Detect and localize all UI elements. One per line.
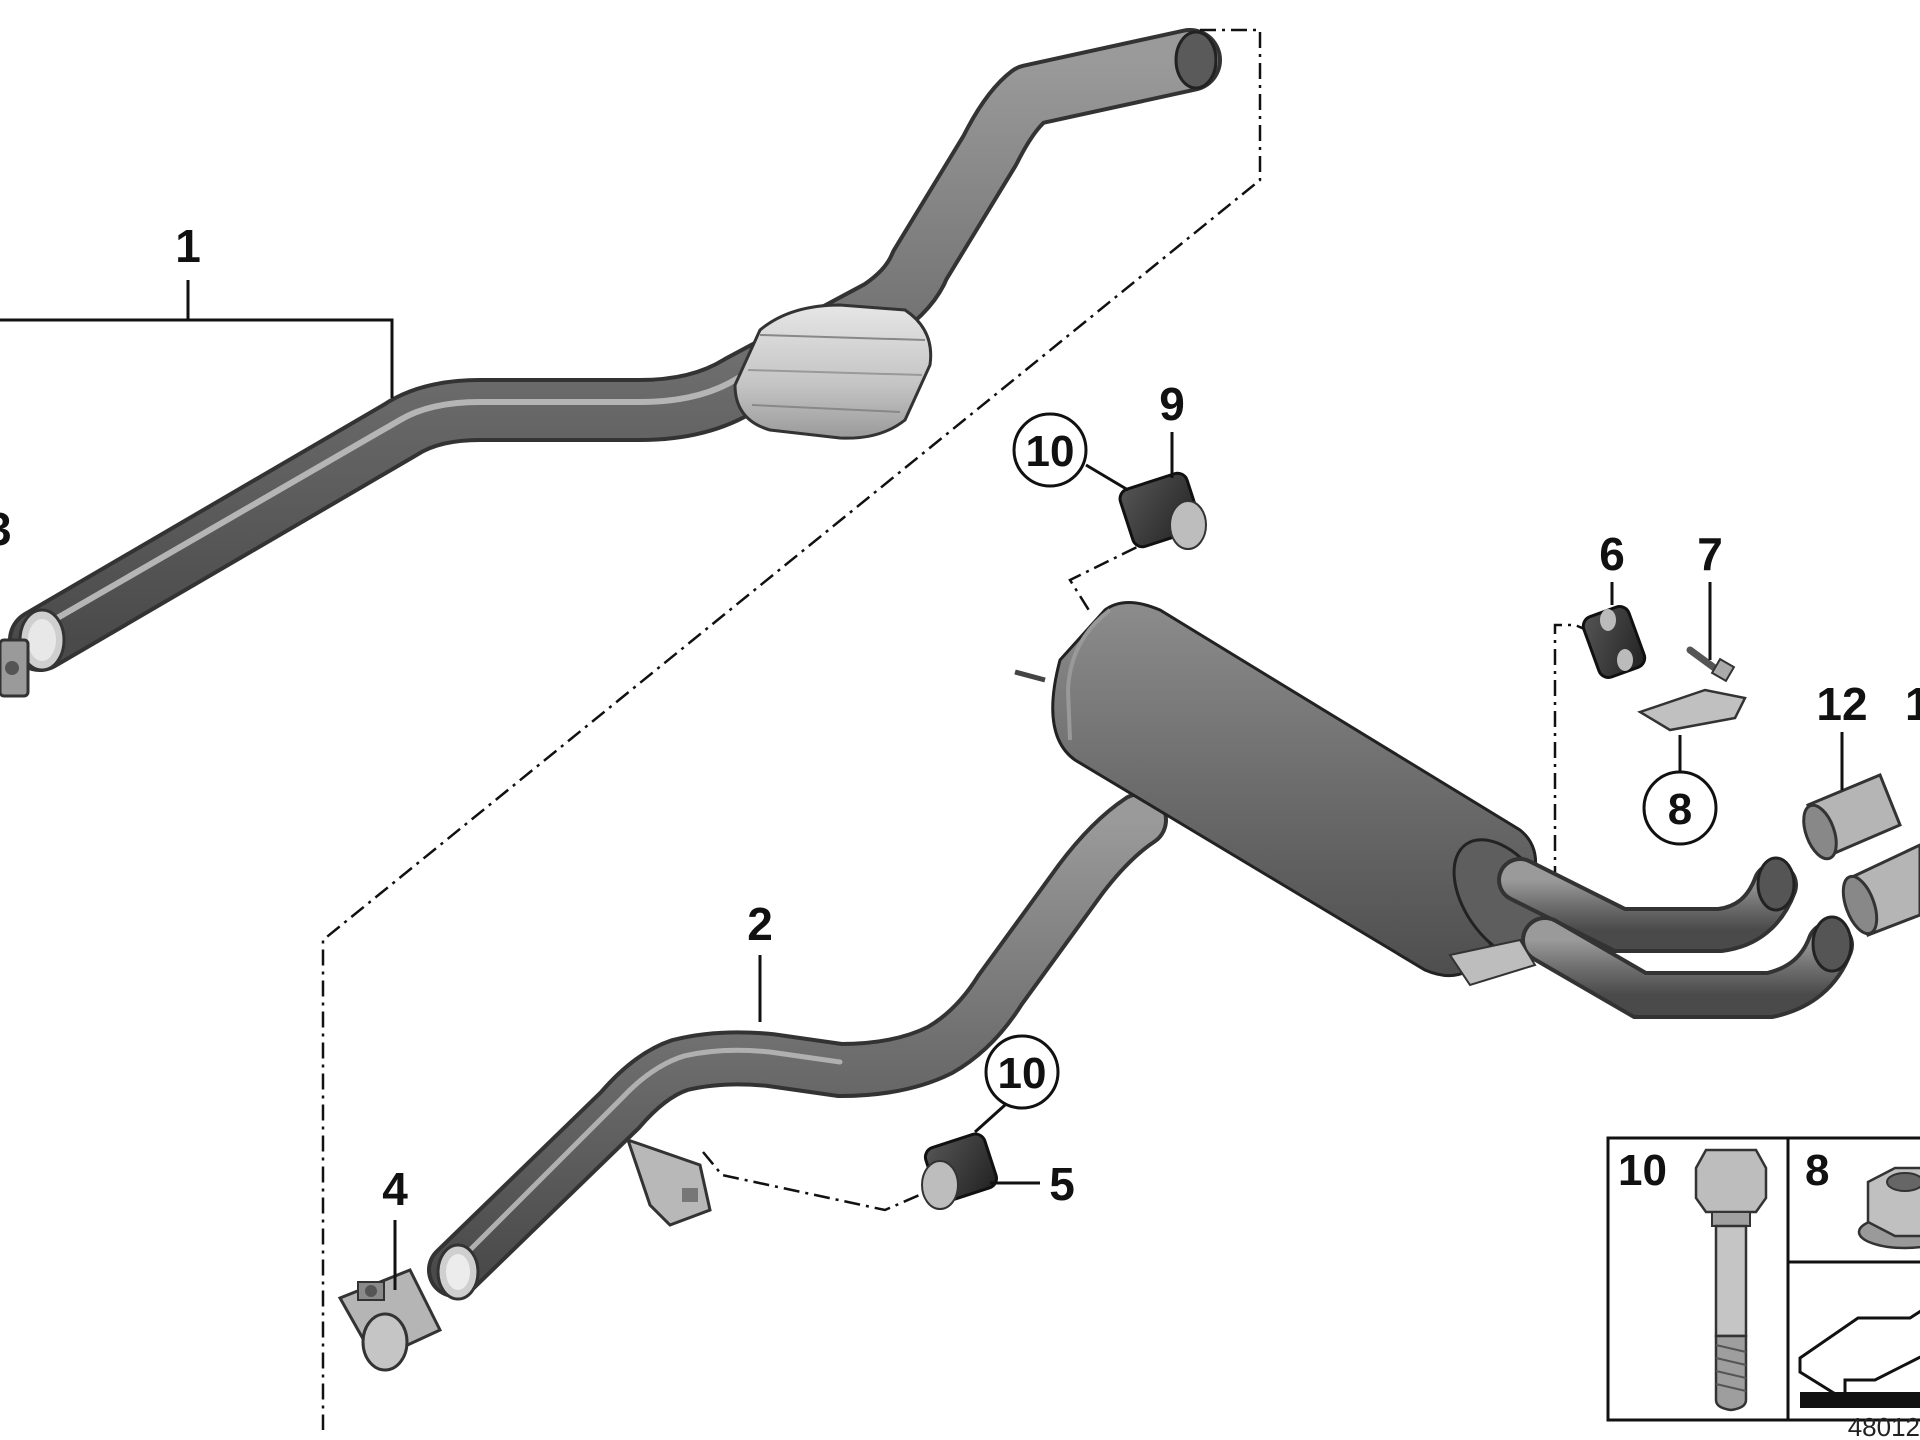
callout-4: 4 bbox=[382, 1163, 408, 1215]
rubber-mount-9 bbox=[1118, 471, 1207, 550]
svg-text:8: 8 bbox=[1668, 785, 1692, 834]
svg-text:10: 10 bbox=[1026, 427, 1075, 476]
callout-5: 5 bbox=[1049, 1158, 1075, 1210]
callout-2: 2 bbox=[747, 898, 773, 950]
catalytic-converter bbox=[733, 303, 933, 440]
clamp-partial-left bbox=[0, 638, 30, 698]
callout-6: 6 bbox=[1599, 528, 1625, 580]
rear-silencer bbox=[1014, 601, 1854, 1019]
rear-pipe-body bbox=[431, 796, 1164, 1294]
connector-sleeve-13-partial bbox=[1841, 843, 1920, 937]
rear-pipe bbox=[427, 792, 1168, 1301]
clamp-4 bbox=[337, 1268, 443, 1372]
legend-bolt-label: 10 bbox=[1618, 1146, 1667, 1195]
circled-callout-8: 8 bbox=[1642, 735, 1718, 846]
muffler-hanger-pin bbox=[1014, 669, 1046, 683]
flange-nut-icon bbox=[1857, 1166, 1920, 1250]
legend-nut-label: 8 bbox=[1805, 1146, 1829, 1195]
hardware-legend: 10 8 bbox=[1606, 1136, 1920, 1422]
front-pipe-with-catalytic-converter bbox=[0, 28, 1222, 698]
callout-1-group: 1 bbox=[0, 220, 394, 398]
bolt-7 bbox=[1686, 646, 1736, 683]
callout-9: 9 bbox=[1159, 378, 1185, 430]
hex-bolt-icon bbox=[1694, 1148, 1768, 1412]
svg-text:10: 10 bbox=[998, 1049, 1047, 1098]
callout-3-partial: 3 bbox=[0, 503, 12, 555]
connector-sleeve-12 bbox=[1802, 773, 1902, 861]
direction-arrow-icon bbox=[1798, 1309, 1920, 1408]
bracket-8 bbox=[1637, 688, 1747, 732]
callout-12: 12 bbox=[1816, 678, 1867, 730]
tailpipes bbox=[1497, 856, 1854, 1019]
rubber-mount-6 bbox=[1581, 605, 1647, 679]
rear-pipe-bracket bbox=[625, 1137, 712, 1227]
front-pipe-inlet-end bbox=[1174, 30, 1218, 90]
circled-callout-10-bottom: 10 bbox=[973, 1034, 1060, 1134]
circled-callout-10-top: 10 bbox=[1012, 412, 1129, 492]
callout-7: 7 bbox=[1697, 528, 1723, 580]
callout-13-partial: 1 bbox=[1905, 678, 1920, 730]
silencer-hanger-bracket bbox=[1448, 938, 1537, 987]
callout-1: 1 bbox=[175, 220, 201, 272]
reference-number: 48012 bbox=[1848, 1412, 1920, 1440]
front-pipe-highlight bbox=[37, 375, 741, 631]
rubber-mount-5 bbox=[921, 1132, 998, 1210]
front-pipe-body bbox=[12, 32, 1218, 668]
